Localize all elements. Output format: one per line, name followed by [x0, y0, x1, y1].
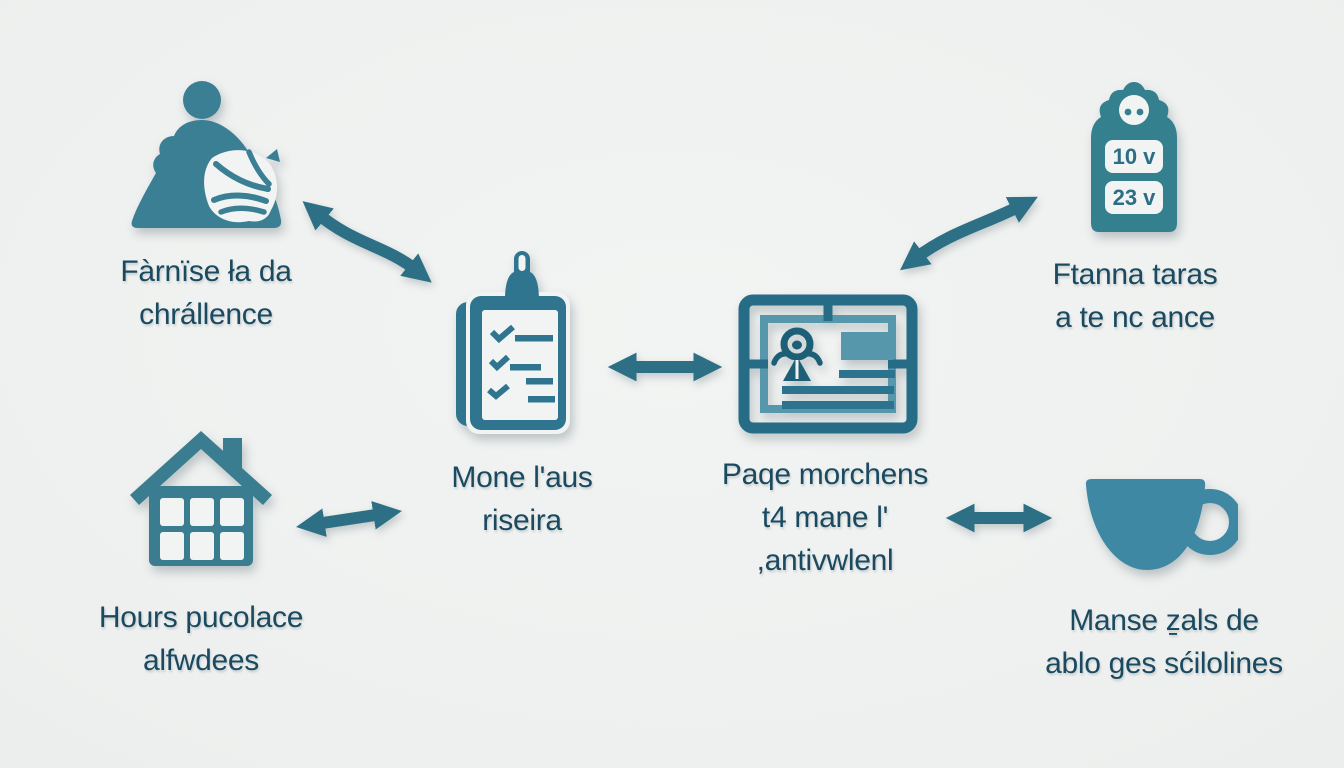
house-icon — [126, 428, 276, 570]
label-cup: Manse ẕals de ablo ges sćilolines — [1045, 599, 1283, 685]
label-meter: Ftanna taras a te nc ance — [1053, 253, 1218, 339]
arrow-idcard-cup — [938, 492, 1060, 544]
label-cup-line1: Manse ẕals de — [1069, 604, 1259, 637]
label-house-line2: alfwdees — [142, 644, 259, 677]
teacup-icon — [1076, 476, 1238, 576]
label-house: Hours pucolace alfwdees — [98, 596, 304, 682]
person-with-book-icon — [128, 78, 292, 236]
label-idcard-line3: ,antivwlenl — [756, 544, 894, 577]
arrow-person-clipboard — [292, 188, 442, 288]
label-house-line1: Hours pucolace — [98, 601, 304, 634]
label-idcard-line1: Paqe morchens — [721, 458, 929, 491]
label-challenge: Fàrnïse ła da chrállence — [120, 250, 292, 336]
meter-readout-bottom: 23 v — [1113, 185, 1157, 210]
id-card-icon — [738, 294, 918, 434]
label-meter-line2: a te nc ance — [1055, 301, 1215, 334]
voltage-tag-icon: 10 v 23 v — [1086, 82, 1182, 234]
clipboard-checklist-icon — [452, 248, 576, 438]
label-meter-line1: Ftanna taras — [1052, 258, 1218, 291]
arrow-house-clipboard — [286, 482, 410, 544]
label-checklist-line2: riseira — [482, 504, 562, 537]
label-cup-line2: ablo ges sćilolines — [1045, 647, 1283, 680]
label-challenge-line1: Fàrnïse ła da — [120, 255, 292, 288]
label-challenge-line2: chrállence — [139, 298, 273, 331]
arrow-clipboard-idcard — [600, 340, 730, 392]
arrow-idcard-meter — [900, 192, 1038, 278]
label-checklist: Mone l'aus riseira — [451, 456, 592, 542]
label-checklist-line1: Mone l'aus — [451, 461, 593, 494]
meter-readout-top: 10 v — [1113, 144, 1157, 169]
label-idcard: Paqe morchens t4 mane l' ,antivwlenl — [721, 453, 929, 582]
label-idcard-line2: t4 mane l' — [761, 501, 889, 534]
